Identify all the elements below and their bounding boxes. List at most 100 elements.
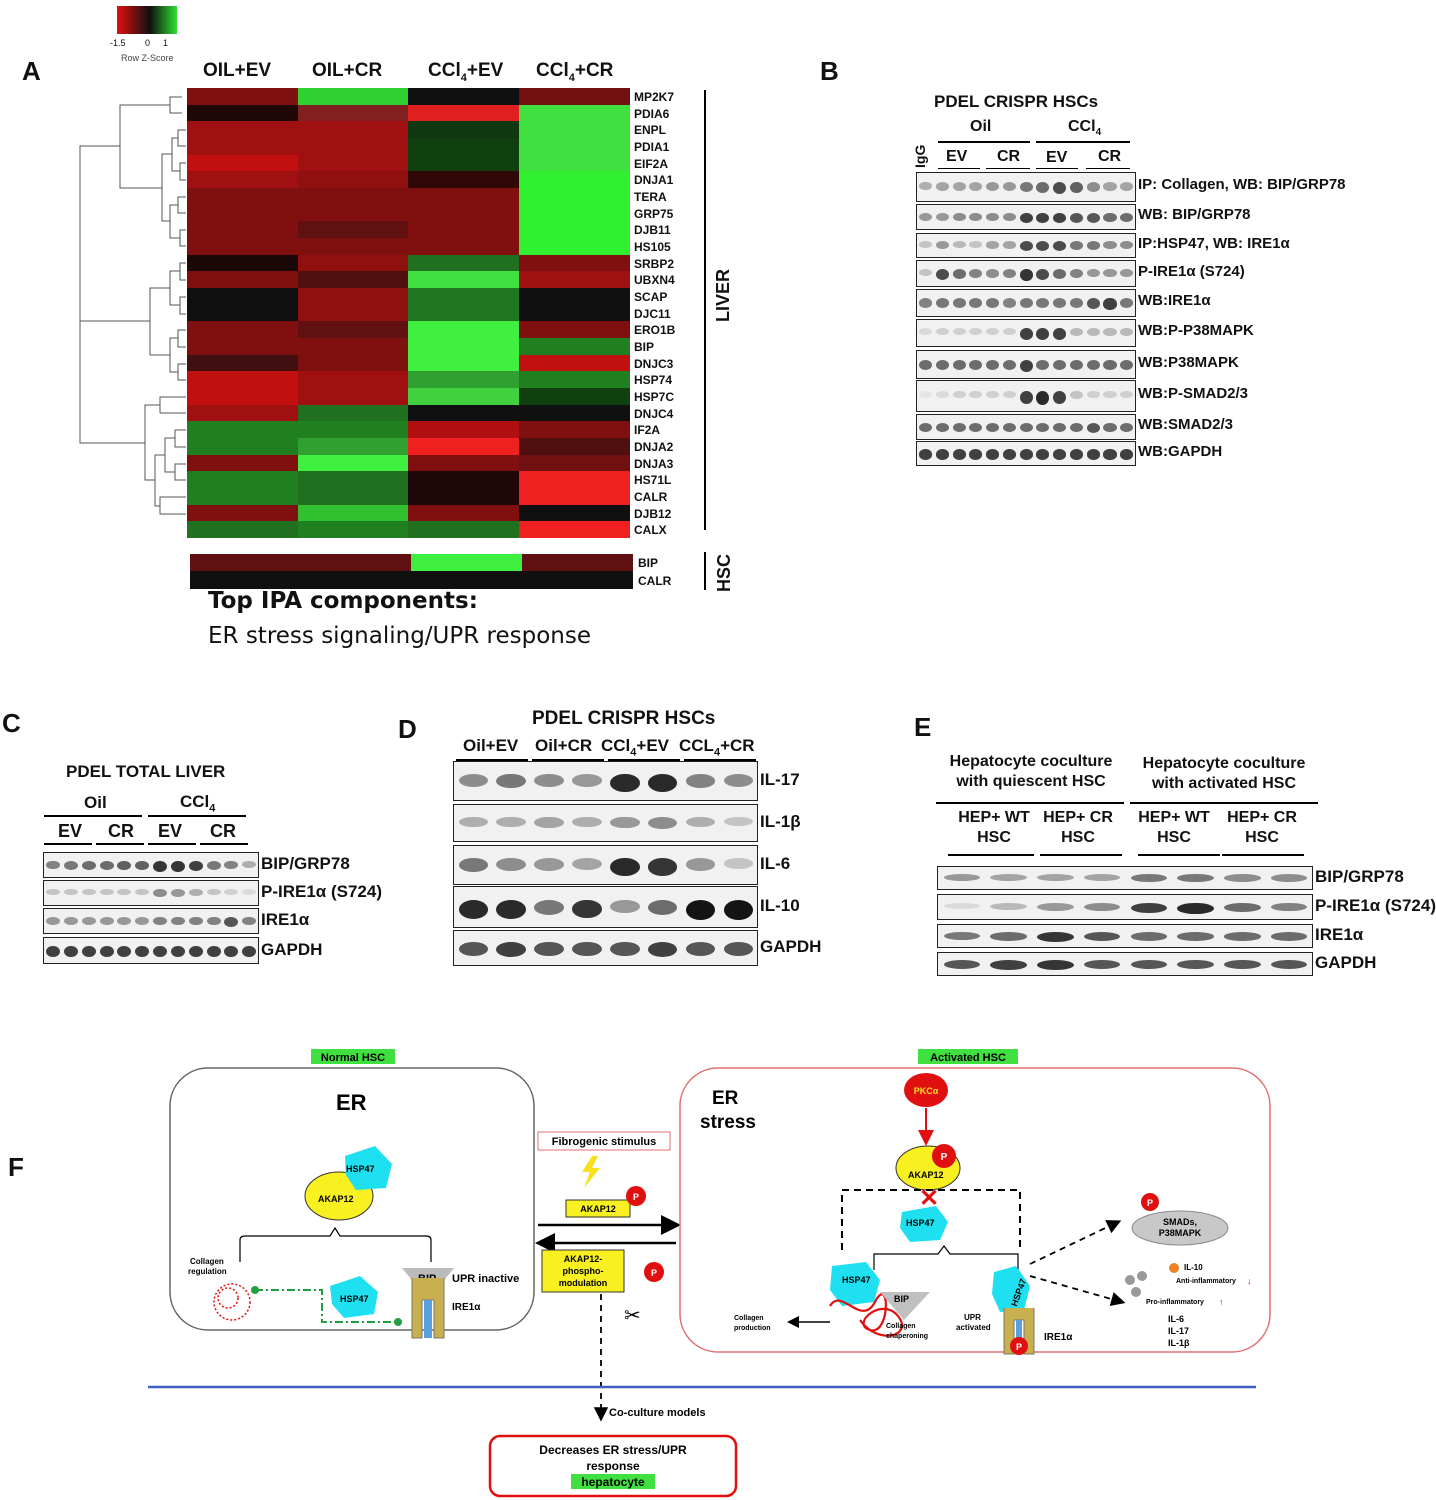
blot-band bbox=[1086, 422, 1100, 433]
blot-band bbox=[1053, 269, 1067, 279]
dashed-bracket bbox=[841, 1189, 1021, 1250]
blot-band bbox=[1086, 269, 1100, 278]
blot-band bbox=[1053, 359, 1067, 371]
blot-band bbox=[135, 916, 150, 925]
collagen-tangle bbox=[213, 1283, 251, 1321]
blot-band bbox=[969, 328, 983, 336]
blot-label: GAPDH bbox=[261, 939, 323, 959]
blot-band bbox=[1037, 960, 1074, 971]
panel-d-label: D bbox=[398, 714, 417, 744]
blot-band bbox=[1069, 359, 1083, 371]
heatmap-cell bbox=[297, 88, 409, 106]
liver-gene-label: DNJA3 bbox=[634, 456, 674, 471]
blot-band bbox=[1019, 449, 1033, 460]
divider-line bbox=[1138, 854, 1220, 856]
blot-band bbox=[1224, 902, 1261, 912]
blot-band bbox=[1270, 874, 1308, 882]
blot-band bbox=[1103, 212, 1117, 222]
blot-band bbox=[943, 902, 981, 909]
blot-label: IL-6 bbox=[760, 854, 791, 873]
color-key bbox=[117, 6, 177, 34]
blot-band bbox=[572, 816, 602, 828]
blot-band bbox=[496, 899, 526, 919]
liver-gene-label: SRBP2 bbox=[634, 256, 675, 271]
blot-band bbox=[685, 774, 716, 788]
blot-label: IRE1α bbox=[261, 910, 310, 929]
heatmap-cell bbox=[187, 354, 298, 372]
blot-label: GAPDH bbox=[760, 937, 822, 956]
blot-band bbox=[952, 359, 966, 371]
heatmap-cell bbox=[408, 188, 519, 206]
blot-band bbox=[170, 888, 185, 897]
coculture-text: Co-culture models bbox=[609, 1407, 706, 1419]
blot-band bbox=[188, 860, 203, 872]
heatmap-cell bbox=[408, 488, 519, 506]
outcome-text: response bbox=[586, 1459, 640, 1473]
divider-line bbox=[96, 843, 144, 845]
blot-strip bbox=[916, 260, 1136, 287]
blot-strip bbox=[43, 852, 259, 878]
heatmap-cell bbox=[518, 88, 630, 106]
blot-band bbox=[496, 816, 526, 828]
heatmap-cell bbox=[187, 438, 298, 456]
er-stress-label: ER bbox=[712, 1088, 739, 1109]
cytokine-icon bbox=[1169, 1263, 1179, 1273]
activated-hsc-tag bbox=[918, 1049, 1018, 1064]
heatmap-cell bbox=[187, 338, 298, 356]
divider-line bbox=[200, 843, 248, 845]
blot-band bbox=[46, 860, 61, 870]
blot-band bbox=[647, 774, 678, 793]
blot-band bbox=[458, 774, 489, 788]
blot-label: WB:SMAD2/3 bbox=[1138, 416, 1234, 433]
blot-band bbox=[1019, 422, 1033, 432]
panel-e-group: Hepatocyte coculture with activated HSC bbox=[1142, 755, 1306, 792]
blot-band bbox=[458, 899, 489, 919]
heatmap-cell bbox=[518, 188, 630, 206]
heatmap-cell bbox=[408, 171, 519, 189]
heatmap-column-header: OIL+CR bbox=[312, 60, 383, 81]
heatmap-cell bbox=[297, 154, 409, 172]
dendrogram bbox=[79, 96, 186, 515]
divider-line bbox=[948, 854, 1034, 856]
blot-band bbox=[1103, 359, 1117, 371]
heatmap-cell bbox=[187, 304, 298, 322]
liver-gene-label: DJB12 bbox=[634, 506, 672, 521]
heatmap-cell bbox=[518, 171, 630, 189]
blot-band bbox=[969, 298, 983, 309]
divider-line bbox=[148, 843, 196, 845]
blot-band bbox=[135, 888, 150, 896]
blot-band bbox=[1002, 269, 1016, 278]
heatmap-cell bbox=[297, 321, 409, 339]
blot-band bbox=[943, 874, 981, 882]
blot-band bbox=[1120, 359, 1134, 371]
blot-band bbox=[458, 858, 489, 873]
blot-band bbox=[952, 181, 966, 191]
hsp47-shape bbox=[830, 1262, 880, 1306]
phospho-p-text: P bbox=[1016, 1342, 1022, 1352]
blot-band bbox=[610, 941, 640, 957]
blot-band bbox=[919, 269, 933, 276]
blot-band bbox=[986, 422, 1000, 432]
collagen-regulation-text: Collagen bbox=[190, 1257, 224, 1266]
blot-band bbox=[99, 860, 114, 870]
blot-band bbox=[224, 946, 239, 958]
panel-c-title: PDEL TOTAL LIVER bbox=[66, 762, 226, 781]
heatmap-cell bbox=[187, 238, 298, 256]
heatmap-cell bbox=[187, 154, 298, 172]
blot-band bbox=[63, 916, 78, 925]
panel-e-sub: HEP+ CR HSC bbox=[1227, 809, 1297, 846]
divider-line bbox=[1130, 802, 1318, 804]
heatmap-cell bbox=[408, 338, 519, 356]
panel-b-sub: CR bbox=[1098, 148, 1122, 165]
blot-band bbox=[1270, 932, 1308, 941]
heatmap-cell bbox=[518, 254, 630, 272]
heatmap-cell bbox=[187, 321, 298, 339]
blot-band bbox=[534, 941, 564, 957]
liver-gene-label: ERO1B bbox=[634, 323, 676, 338]
blot-band bbox=[952, 269, 966, 279]
blot-strip bbox=[43, 880, 259, 906]
blot-strip bbox=[916, 441, 1136, 466]
blot-band bbox=[534, 816, 564, 828]
heatmap-cell bbox=[187, 188, 298, 206]
blot-band bbox=[1120, 212, 1134, 222]
